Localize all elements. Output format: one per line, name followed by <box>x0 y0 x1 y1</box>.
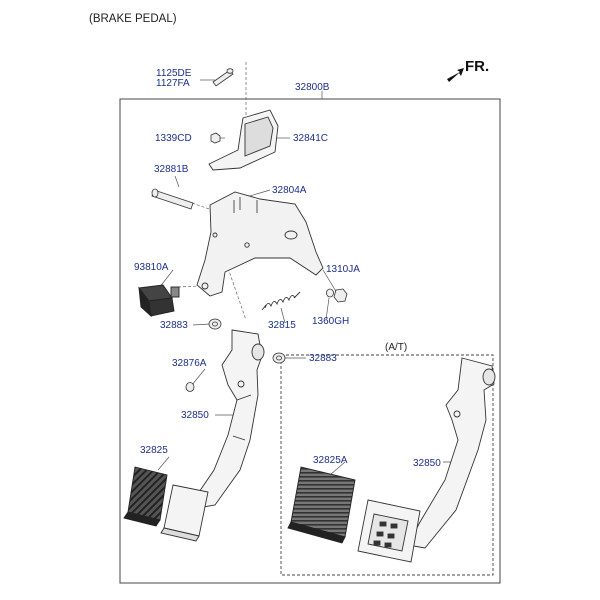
bracket-32841c <box>208 109 279 171</box>
pedal-bracket-32804a <box>196 191 324 297</box>
return-spring-32815 <box>261 291 301 311</box>
pedal-arm-32850-right <box>407 357 496 549</box>
nut-1339cd <box>210 132 221 144</box>
part-label-32881b[interactable]: 32881B <box>154 164 189 175</box>
diagram-title: (BRAKE PEDAL) <box>89 13 177 25</box>
part-label-32825a[interactable]: 32825A <box>313 455 348 466</box>
part-label-32841c[interactable]: 32841C <box>293 133 329 144</box>
bushing-1360gh <box>326 288 334 298</box>
bushing-32883-right <box>272 352 286 364</box>
part-label-1127fa[interactable]: 1127FA <box>156 78 190 89</box>
bolt-32881b <box>151 188 194 210</box>
stopper-32876a <box>185 382 195 392</box>
part-label-1310ja[interactable]: 1310JA <box>326 264 360 275</box>
part-label-32804a[interactable]: 32804A <box>272 185 307 196</box>
pedal-pad-right-mt <box>160 484 209 542</box>
front-arrow-icon <box>447 68 464 82</box>
bolt-1125de <box>212 68 234 87</box>
pedal-pad-32825a <box>287 466 356 544</box>
part-label-1339cd[interactable]: 1339CD <box>155 133 192 144</box>
stop-lamp-switch-93810a <box>138 284 180 318</box>
nut-1310ja <box>333 288 348 303</box>
part-label-1360gh[interactable]: 1360GH <box>312 316 350 327</box>
front-direction-label: FR. <box>465 58 490 75</box>
part-label-32815[interactable]: 32815 <box>268 320 296 331</box>
part-label-32825[interactable]: 32825 <box>140 445 168 456</box>
part-label-32800b[interactable]: 32800B <box>295 82 330 93</box>
part-label-32883-right[interactable]: 32883 <box>309 353 337 364</box>
pedal-pad-at-right <box>357 499 421 563</box>
part-label-32850-left[interactable]: 32850 <box>181 410 209 421</box>
part-label-1125de[interactable]: 1125DE <box>156 68 192 79</box>
part-label-32883-left[interactable]: 32883 <box>160 320 188 331</box>
at-variant-label: (A/T) <box>385 342 408 353</box>
part-label-32876a[interactable]: 32876A <box>172 358 207 369</box>
part-label-32850-right[interactable]: 32850 <box>413 458 441 469</box>
bushing-32883-left <box>208 318 222 330</box>
assembly-frame <box>119 98 501 584</box>
pedal-pad-32825-left <box>123 466 168 527</box>
center-lines <box>177 62 247 321</box>
part-label-93810a[interactable]: 93810A <box>134 262 169 273</box>
at-variant-frame <box>280 354 494 576</box>
